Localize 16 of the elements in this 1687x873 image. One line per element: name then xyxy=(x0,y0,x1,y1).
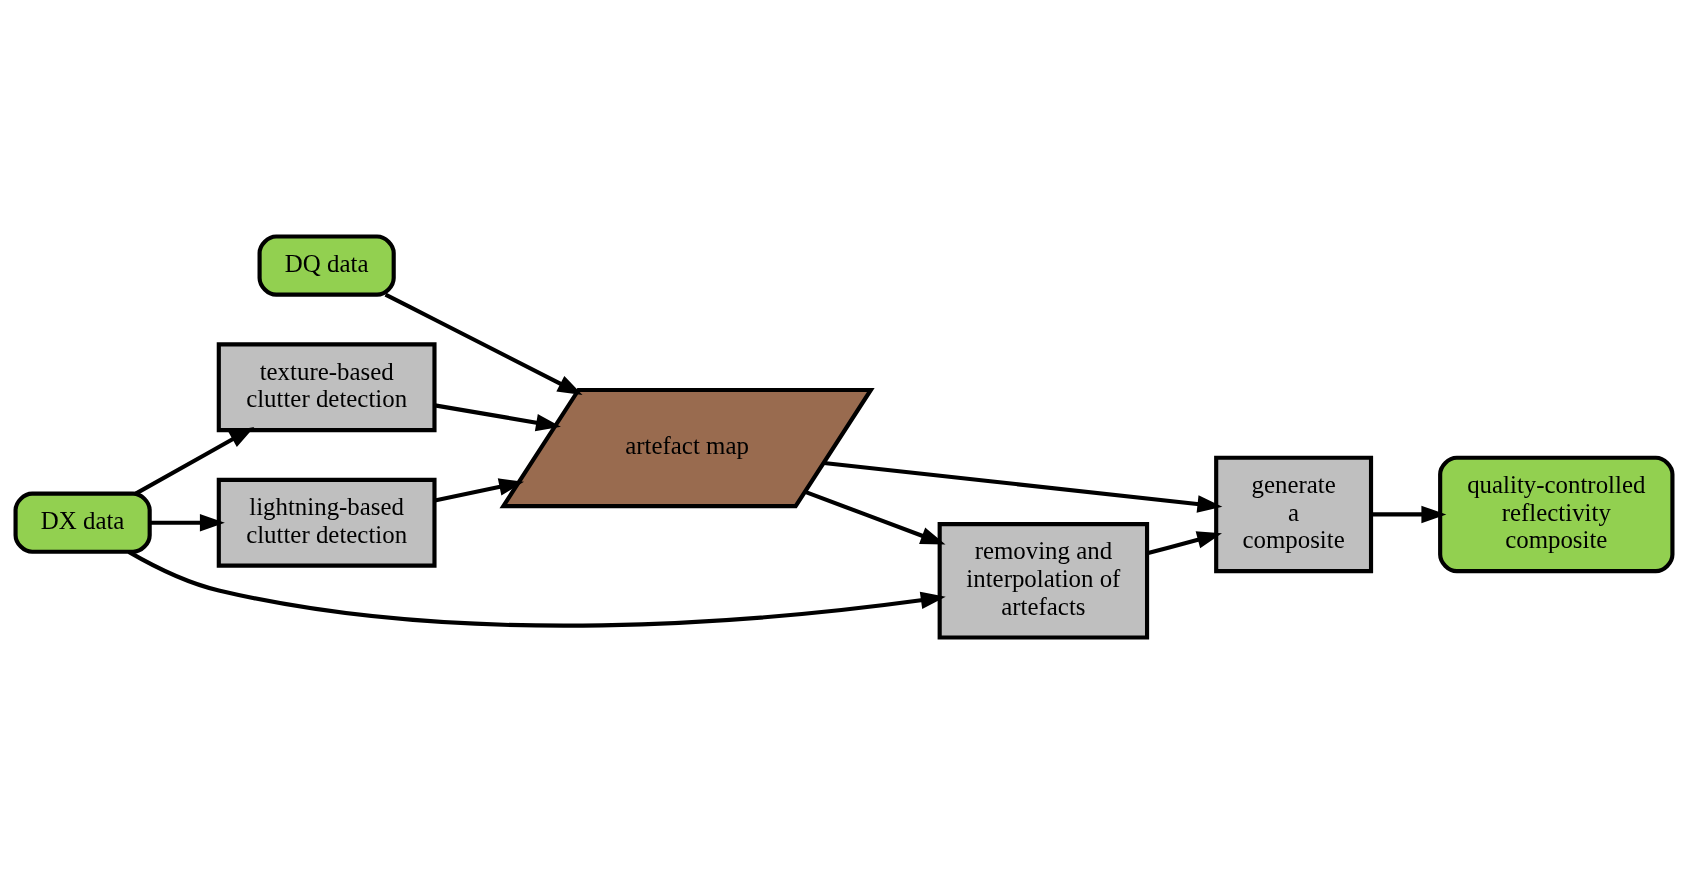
arrow xyxy=(433,477,524,502)
arrow xyxy=(134,426,254,495)
arrow xyxy=(823,460,1222,513)
node-box: quality-controlled reflectivity composite xyxy=(1437,455,1674,573)
arrow xyxy=(1370,505,1446,523)
arrow xyxy=(803,489,945,545)
arrow xyxy=(149,513,225,531)
node-box: DQ data xyxy=(257,233,396,297)
arrow xyxy=(434,402,561,431)
node-box: texture-based clutter detection xyxy=(216,341,437,432)
arrow xyxy=(384,292,583,395)
node-box: DX data xyxy=(13,491,152,554)
node-box: removing and interpolation of artefacts xyxy=(937,521,1149,640)
node-box: lightning-based clutter detection xyxy=(216,477,437,568)
arrow xyxy=(1146,530,1222,555)
node-box: generate a composite xyxy=(1213,455,1373,573)
